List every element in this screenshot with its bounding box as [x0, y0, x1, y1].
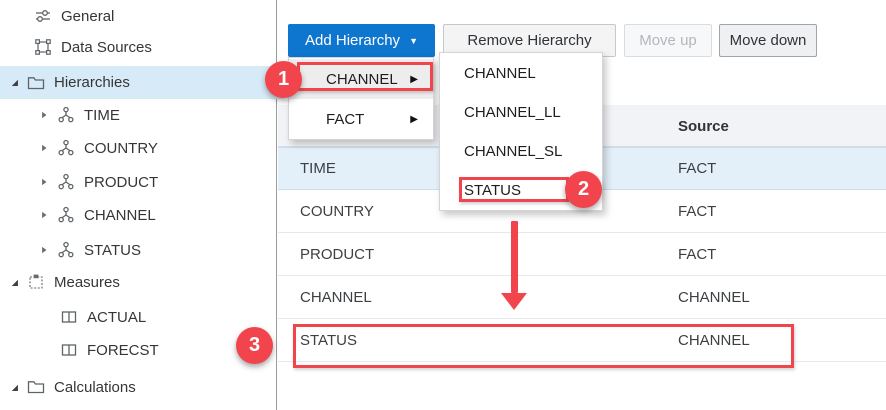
tree-item-label: General: [61, 7, 115, 25]
annotation-box-channel-menu-item: [297, 62, 433, 91]
table-row-channel[interactable]: CHANNEL CHANNEL: [278, 276, 886, 319]
source-column-header: Source: [678, 117, 729, 135]
row-name-cell: TIME: [300, 160, 336, 177]
tree-item-label: FORECST: [87, 341, 159, 359]
remove-hierarchy-label: Remove Hierarchy: [467, 32, 592, 49]
tree-item-country[interactable]: COUNTRY: [0, 132, 314, 164]
tree-item-label: PRODUCT: [84, 173, 159, 191]
caret-expanded-icon[interactable]: [7, 275, 21, 289]
annotation-arrow-down-icon: [501, 293, 527, 310]
add-hierarchy-label: Add Hierarchy: [305, 32, 401, 49]
caret-expanded-icon[interactable]: [7, 76, 21, 90]
hierarchy-icon: [57, 139, 75, 157]
tree-item-forecst[interactable]: FORECST: [0, 334, 331, 366]
columns-icon: [60, 308, 78, 326]
annotation-arrow-shaft: [511, 221, 518, 293]
row-source-cell: FACT: [678, 245, 717, 263]
move-down-label: Move down: [729, 32, 807, 49]
annotation-box-status-submenu-item: [459, 177, 569, 202]
hierarchy-icon: [57, 106, 75, 124]
submenu-arrow-icon: ▶: [410, 73, 418, 85]
step-number: 3: [248, 334, 261, 356]
tree-item-label: Calculations: [54, 378, 136, 396]
tree-item-status[interactable]: STATUS: [0, 234, 314, 266]
tree-item-time[interactable]: TIME: [0, 99, 314, 131]
tree-item-label: Measures: [54, 273, 120, 291]
dropdown-caret-icon: ▼: [409, 36, 418, 46]
annotation-box-status-table-row: [293, 324, 794, 368]
tree-item-measures[interactable]: Measures: [0, 266, 284, 298]
tree-item-label: CHANNEL: [84, 206, 156, 224]
tree-item-general[interactable]: General: [0, 0, 305, 32]
submenu-item-channel-ll[interactable]: CHANNEL_LL: [440, 93, 602, 132]
hierarchy-icon: [57, 173, 75, 191]
tree-item-data-sources[interactable]: Data Sources: [0, 31, 305, 63]
submenu-item-label: CHANNEL: [464, 65, 536, 82]
row-name-cell: CHANNEL: [300, 288, 372, 306]
tree-item-label: Hierarchies: [54, 74, 130, 91]
row-name-cell: STATUS: [300, 331, 357, 349]
tree-item-channel[interactable]: CHANNEL: [0, 199, 314, 231]
step-number: 1: [277, 68, 290, 90]
menu-item-label: CHANNEL: [326, 70, 398, 88]
folder-icon: [27, 74, 45, 92]
submenu-item-label: CHANNEL_LL: [464, 104, 561, 121]
tree-item-label: TIME: [84, 106, 120, 124]
row-name-cell: COUNTRY: [300, 202, 374, 220]
tree-item-actual[interactable]: ACTUAL: [0, 301, 331, 333]
tree-item-product[interactable]: PRODUCT: [0, 166, 314, 198]
move-up-button[interactable]: Move up: [624, 24, 712, 57]
row-source-cell: FACT: [678, 160, 717, 177]
menu-item-channel[interactable]: CHANNEL ▶: [289, 59, 433, 99]
menu-item-label: FACT: [326, 110, 365, 128]
tree-item-label: STATUS: [84, 241, 141, 259]
measures-icon: [27, 273, 45, 291]
annotation-step-1-badge: 1: [265, 61, 302, 98]
add-hierarchy-button[interactable]: Add Hierarchy ▼: [288, 24, 435, 57]
submenu-item-channel-sl[interactable]: CHANNEL_SL: [440, 132, 602, 171]
navigation-tree: General Data Sources Hierarchies: [0, 0, 284, 410]
row-source-cell: CHANNEL: [678, 288, 750, 306]
tree-item-label: Data Sources: [61, 38, 152, 56]
row-source-cell: CHANNEL: [678, 331, 750, 349]
caret-collapsed-icon[interactable]: [37, 243, 51, 257]
columns-icon: [60, 341, 78, 359]
tree-item-label: ACTUAL: [87, 308, 147, 326]
row-source-cell: FACT: [678, 202, 717, 220]
submenu-item-channel[interactable]: CHANNEL: [440, 54, 602, 93]
table-row-status[interactable]: STATUS CHANNEL: [278, 319, 886, 362]
caret-collapsed-icon[interactable]: [37, 108, 51, 122]
annotation-step-3-badge: 3: [236, 327, 273, 364]
caret-collapsed-icon[interactable]: [37, 208, 51, 222]
submenu-item-label: STATUS: [464, 182, 521, 199]
frame-icon: [34, 38, 52, 56]
add-hierarchy-menu: CHANNEL ▶ FACT ▶: [288, 57, 434, 140]
tree-item-calculations[interactable]: Calculations: [0, 371, 284, 403]
hierarchy-icon: [57, 206, 75, 224]
table-row-country[interactable]: COUNTRY FACT: [278, 190, 886, 233]
row-name-cell: PRODUCT: [300, 245, 375, 263]
table-row-product[interactable]: PRODUCT FACT: [278, 233, 886, 276]
tree-item-label: COUNTRY: [84, 139, 158, 157]
step-number: 2: [577, 178, 590, 200]
move-up-label: Move up: [639, 32, 697, 49]
menu-item-fact[interactable]: FACT ▶: [289, 99, 433, 139]
folder-icon: [27, 378, 45, 396]
caret-expanded-icon[interactable]: [7, 380, 21, 394]
annotation-step-2-badge: 2: [565, 171, 602, 208]
hierarchy-icon: [57, 241, 75, 259]
move-down-button[interactable]: Move down: [719, 24, 817, 57]
submenu-arrow-icon: ▶: [410, 113, 418, 125]
tree-item-hierarchies[interactable]: Hierarchies: [0, 66, 284, 99]
submenu-item-status[interactable]: STATUS: [440, 171, 602, 210]
caret-collapsed-icon[interactable]: [37, 175, 51, 189]
tune-icon: [34, 7, 52, 25]
submenu-item-label: CHANNEL_SL: [464, 143, 563, 160]
caret-collapsed-icon[interactable]: [37, 141, 51, 155]
